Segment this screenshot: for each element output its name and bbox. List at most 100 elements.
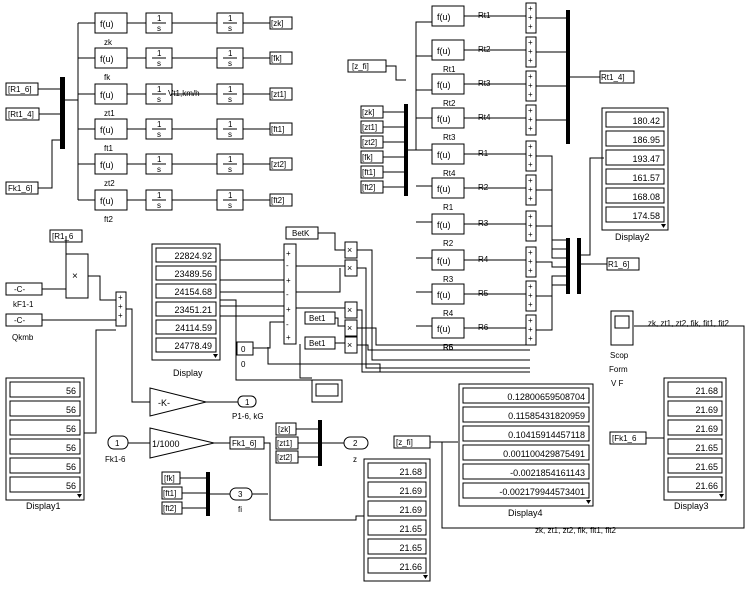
display-cell xyxy=(155,247,217,263)
integrator-den: s xyxy=(157,165,161,174)
const-kf1-1-value: -C- xyxy=(14,285,25,294)
sum-stack[interactable] xyxy=(283,243,297,345)
display-value: 23451.21 xyxy=(174,305,212,315)
const-kf1-1-name: kF1-1 xyxy=(13,300,34,309)
display-name: Display2 xyxy=(615,232,650,242)
svg-text:z: z xyxy=(353,455,357,464)
fcn-label: f(u) xyxy=(100,90,114,100)
display-value: 0.12800659508704 xyxy=(507,392,585,402)
svg-text:+: + xyxy=(528,142,533,151)
svg-text:[zt2]: [zt2] xyxy=(277,453,292,462)
z-mux-bar[interactable] xyxy=(318,420,322,466)
display-cell xyxy=(9,457,81,474)
display-cell xyxy=(605,187,665,204)
stack-inputs: [zk][zt1][zt2][fk][ft1][ft2] xyxy=(360,21,432,327)
display-value: 21.68 xyxy=(399,467,422,477)
right-fcn-name: R6 xyxy=(443,343,454,352)
svg-text:[Fk1_6: [Fk1_6 xyxy=(612,434,637,443)
stack-input-text: [zt2] xyxy=(362,138,377,147)
goto-tag-text: [ft1] xyxy=(271,125,284,134)
svg-text:1: 1 xyxy=(115,439,120,448)
display-name: Display xyxy=(173,368,203,378)
stack-mux-bar[interactable] xyxy=(404,104,408,196)
stack-input-text: [ft2] xyxy=(362,183,375,192)
svg-text:+: + xyxy=(528,176,533,185)
chain-signal-label: ft1 xyxy=(104,144,113,153)
fcn-label: f(u) xyxy=(437,46,451,56)
outport-2[interactable] xyxy=(343,436,369,450)
right-fcn-name: Rt2 xyxy=(443,99,456,108)
stack-input-text: [ft1] xyxy=(362,168,375,177)
svg-text:+: + xyxy=(528,282,533,291)
svg-text:+: + xyxy=(528,13,533,22)
svg-text:-: - xyxy=(286,320,289,329)
goto-tag-text: [zk] xyxy=(271,19,283,28)
gain-divider: -K- 1 P1-6, kG 1 Fk1-6 1/1000 Fk1_6] xyxy=(105,308,265,464)
bottom-signals-label: zk, zt1, zt2, fik, fit1, fit2 xyxy=(535,526,616,535)
left-demux-bar[interactable] xyxy=(60,77,65,149)
display-cell xyxy=(367,500,427,517)
display-cell xyxy=(462,444,590,461)
integrator-den: s xyxy=(228,95,232,104)
integrator-den: s xyxy=(157,130,161,139)
right-fcn-name: R3 xyxy=(443,275,454,284)
svg-text:+: + xyxy=(528,230,533,239)
svg-text:Scop: Scop xyxy=(610,351,629,360)
integrator-num: 1 xyxy=(157,155,162,164)
r-mux-bar-2[interactable] xyxy=(577,238,581,294)
display: 22824.9223489.5624154.6823451.2124114.59… xyxy=(151,243,221,378)
svg-text:[fk]: [fk] xyxy=(164,474,175,483)
svg-text:+: + xyxy=(528,291,533,300)
integrator-den: s xyxy=(228,59,232,68)
display-cell xyxy=(605,149,665,166)
display-cell xyxy=(462,425,590,442)
svg-text:+: + xyxy=(528,22,533,31)
integrator-chains: f(u)1s1s[zk]zkf(u)1s1s[fk]fkf(u)1s1s[zt1… xyxy=(65,12,293,224)
right-fcn-column: f(u)Rt1+++f(u)Rt1Rt2+++f(u)Rt2Rt3+++f(u)… xyxy=(431,2,566,352)
right-fcn-name: R2 xyxy=(443,239,454,248)
stack-input-text: [fk] xyxy=(362,153,373,162)
display-value: -0.0021854161143 xyxy=(510,468,585,478)
display-value: 56 xyxy=(66,405,76,415)
rt-mux-bar[interactable] xyxy=(566,10,570,144)
svg-text:2: 2 xyxy=(353,439,358,448)
svg-text:-: - xyxy=(286,261,289,270)
fi-mux-bar[interactable] xyxy=(206,472,210,516)
svg-text:+: + xyxy=(528,221,533,230)
display-cell xyxy=(462,387,590,404)
display-cell xyxy=(155,265,217,281)
goto-tag-text: [ft2] xyxy=(271,196,284,205)
fcn-label: f(u) xyxy=(437,256,451,266)
svg-text:+: + xyxy=(528,115,533,124)
svg-text:+: + xyxy=(528,38,533,47)
divider-label: 1/1000 xyxy=(152,439,180,449)
display-cell xyxy=(155,301,217,317)
integrator-num: 1 xyxy=(157,85,162,94)
display-cell xyxy=(367,481,427,498)
svg-text:[z_fi]: [z_fi] xyxy=(396,438,413,447)
integrator-num: 1 xyxy=(157,191,162,200)
fcn-label: f(u) xyxy=(437,324,451,334)
integrator-num: 1 xyxy=(228,191,233,200)
svg-text:+: + xyxy=(528,334,533,343)
display-value: 21.65 xyxy=(695,462,718,472)
fk-tag-right: [Fk1_6 xyxy=(609,431,664,445)
r-mux-bar[interactable] xyxy=(566,238,570,294)
integrator-den: s xyxy=(157,24,161,33)
display-value: 161.57 xyxy=(632,173,660,183)
display-value: 24114.59 xyxy=(175,323,212,333)
fcn-label: f(u) xyxy=(100,54,114,64)
scope-signal-label: zk, zt1, zt2, fik, fit1, fit2 xyxy=(648,319,729,328)
stack-input-text: [zt1] xyxy=(362,123,377,132)
svg-text:+: + xyxy=(286,276,291,285)
from-rt1-4-text: [Rt1_4] xyxy=(8,110,34,119)
display-cell xyxy=(367,462,427,479)
display-name: Display1 xyxy=(26,501,61,511)
display-value: 21.65 xyxy=(695,443,718,453)
display-value: 0.11585431820959 xyxy=(508,411,585,421)
integrator-num: 1 xyxy=(157,14,162,23)
